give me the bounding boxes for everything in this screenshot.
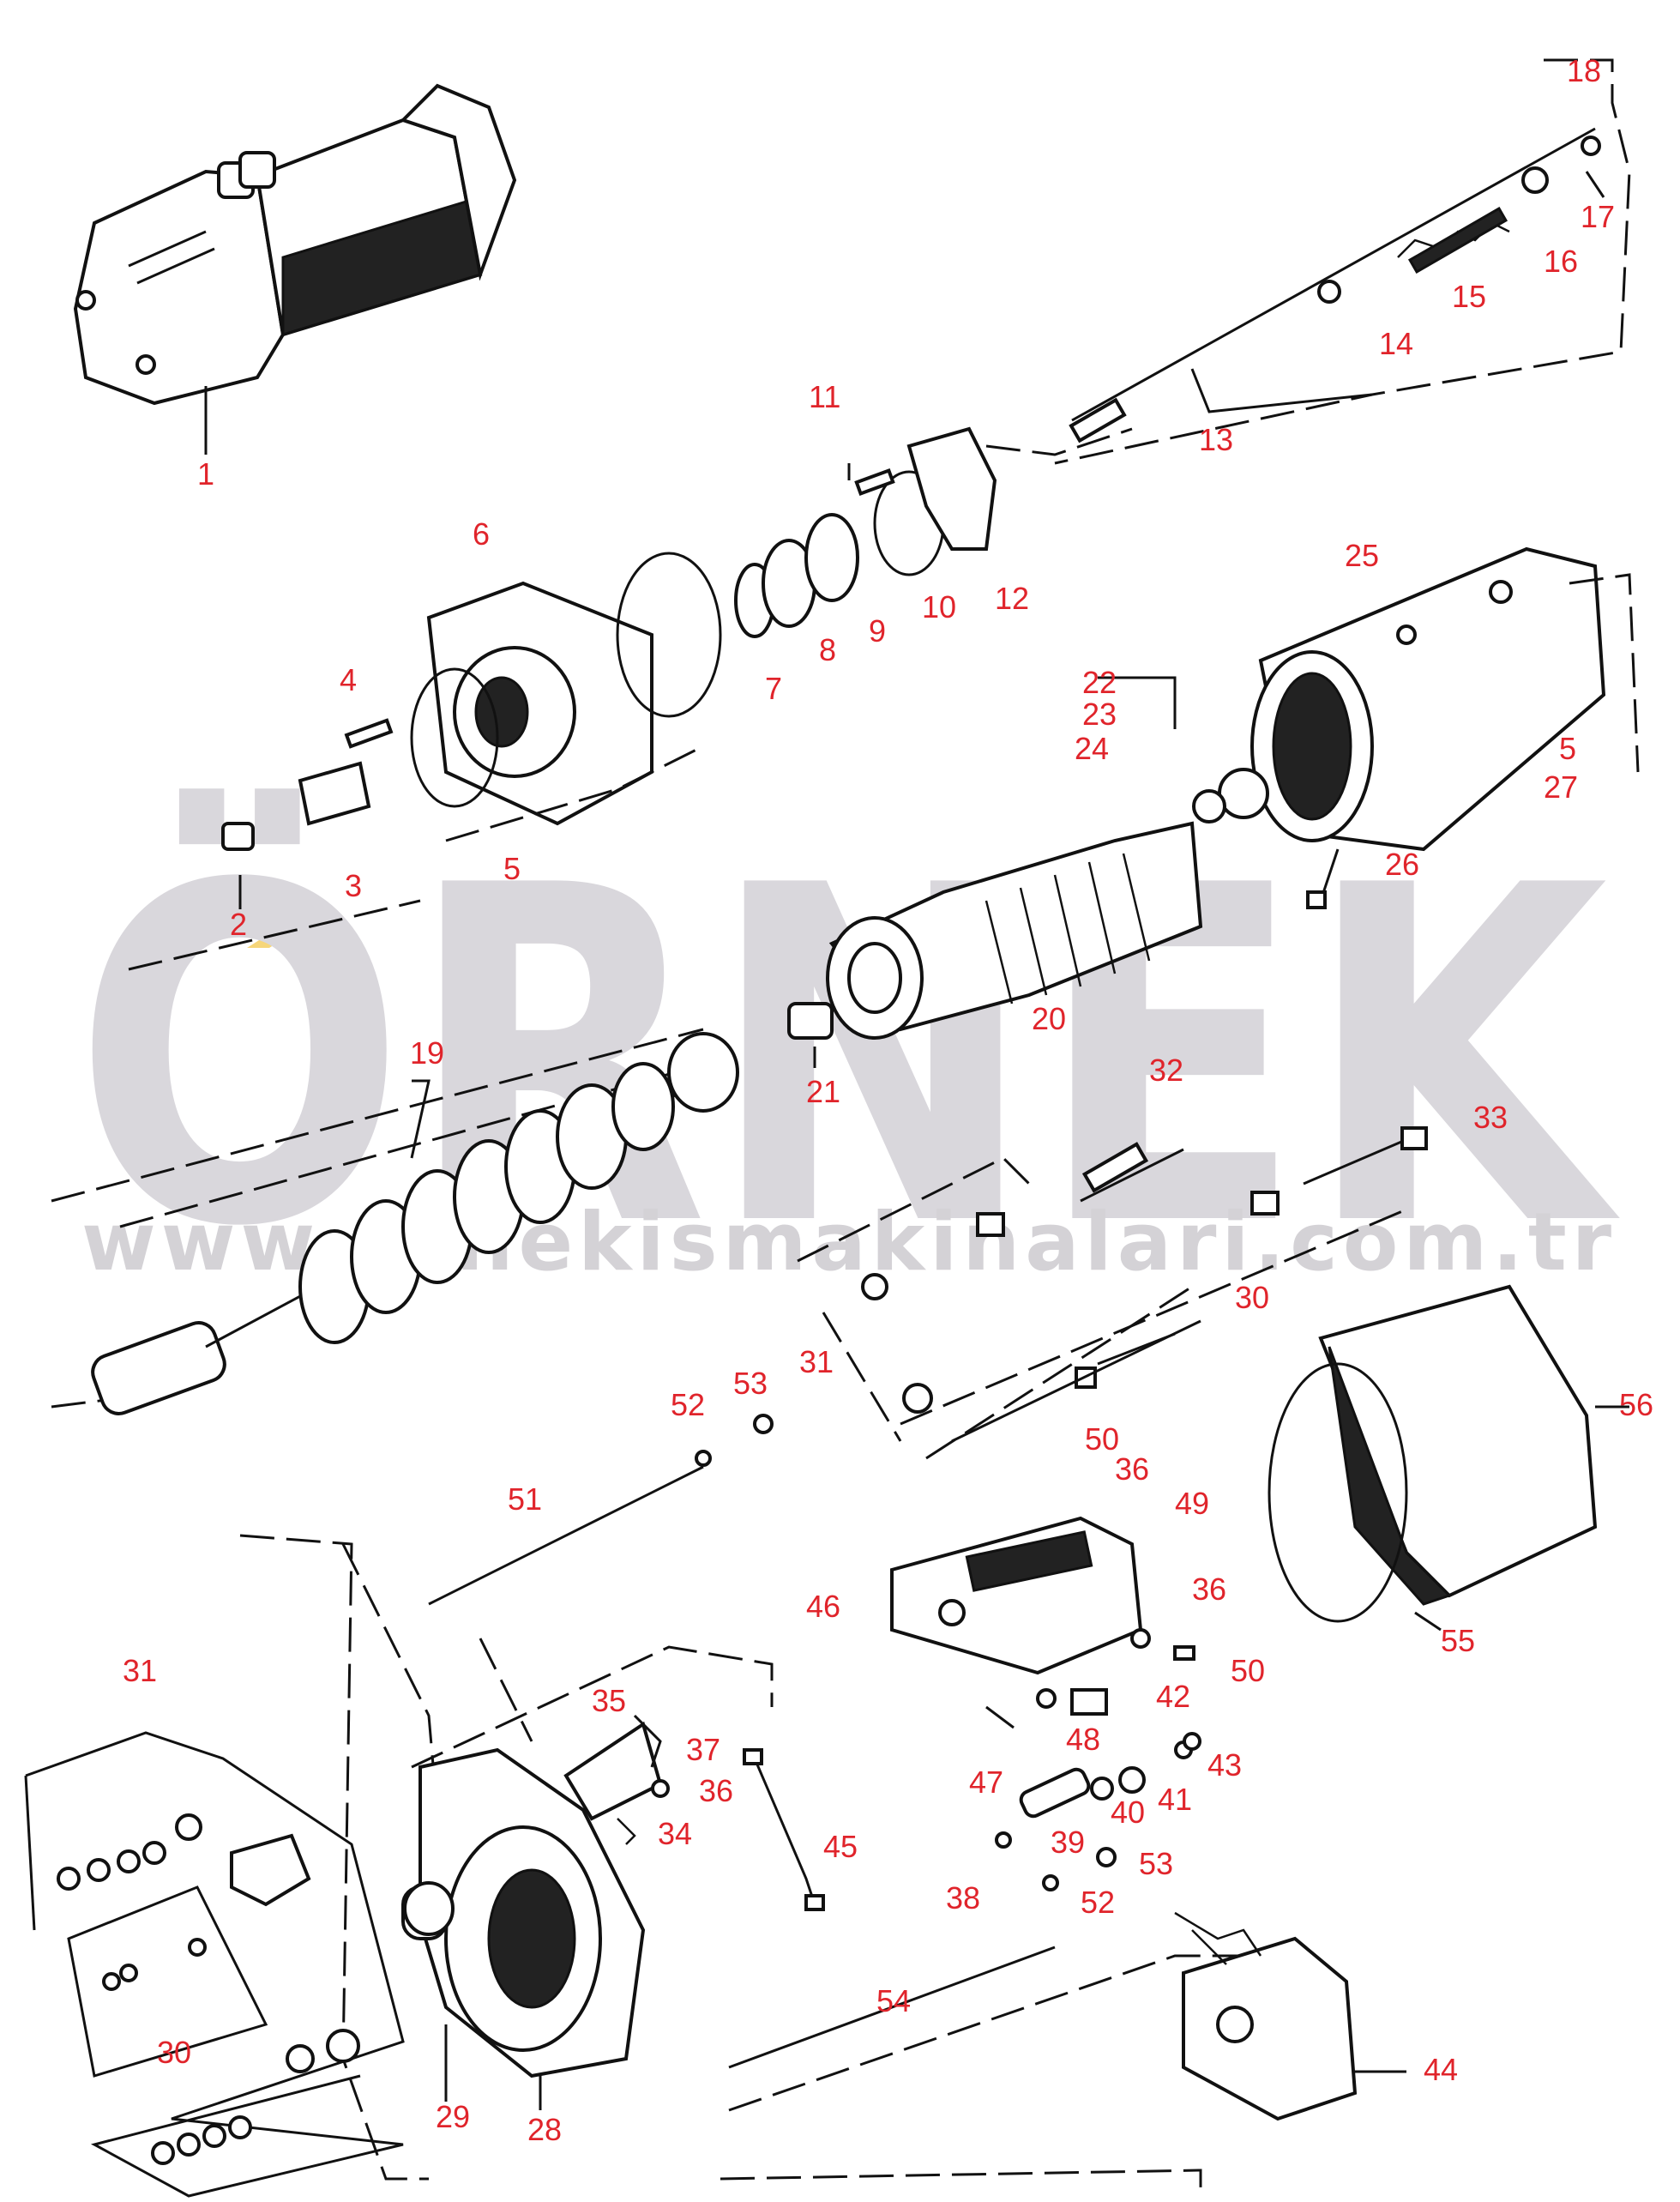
callout-53-b: 53 [1139,1846,1173,1881]
callout-14: 14 [1379,326,1413,361]
callout-28: 28 [527,2112,562,2147]
callout-52-b: 52 [1081,1885,1115,1920]
cover-band-and-gasket [1268,1284,1629,1632]
callout-50: 50 [1085,1421,1119,1457]
callout-labels: 1 2 3 4 5 6 7 8 9 10 11 12 13 14 15 16 1… [123,53,1653,2147]
callout-18: 18 [1567,53,1601,88]
callout-55: 55 [1441,1623,1475,1658]
callout-49: 49 [1175,1486,1209,1521]
callout-17: 17 [1581,199,1615,234]
callout-33: 33 [1473,1100,1508,1135]
callout-53: 53 [733,1366,768,1401]
callout-40: 40 [1111,1795,1145,1830]
callout-29: 29 [436,2099,470,2134]
starter-motor-assembly [73,83,517,455]
callout-43: 43 [1207,1747,1242,1783]
commutator-end-housing [401,1747,646,2110]
solenoid-switch [890,1516,1201,1891]
callout-13: 13 [1199,422,1233,457]
callout-38: 38 [946,1880,980,1915]
watermark-accent-left [153,916,225,948]
callout-16: 16 [1544,244,1578,279]
callout-50-b: 50 [1231,1653,1265,1688]
callout-46: 46 [806,1589,840,1624]
callout-5: 5 [503,851,521,886]
callout-25: 25 [1345,538,1379,573]
callout-41: 41 [1158,1782,1192,1817]
rod-and-spring-group [1054,58,1631,465]
callout-36-b: 36 [1192,1572,1226,1607]
callout-30: 30 [1235,1280,1269,1315]
callout-54: 54 [876,1983,911,2018]
terminal-parts [563,1714,825,1911]
callout-31: 31 [799,1344,834,1379]
callout-44: 44 [1424,2052,1458,2087]
callout-1: 1 [197,456,214,492]
callout-15: 15 [1452,279,1486,314]
callout-7: 7 [765,671,782,706]
callout-39: 39 [1051,1825,1085,1860]
field-coil-segments [298,1032,739,1344]
callout-4: 4 [340,662,357,697]
callout-34: 34 [658,1816,692,1851]
callout-3: 3 [345,868,362,903]
yoke-housing [1098,546,1606,909]
callout-6: 6 [473,516,490,552]
callout-56: 56 [1619,1387,1653,1422]
callout-32: 32 [1149,1053,1183,1088]
callout-51: 51 [508,1481,542,1517]
brush-parts-group [797,1126,1428,1460]
callout-35: 35 [592,1683,626,1718]
callout-37: 37 [686,1732,720,1767]
callout-52: 52 [671,1387,705,1422]
armature [787,821,1203,1068]
assembly-path-lines [128,427,1640,1742]
callout-22: 22 [1082,665,1117,700]
callout-11: 11 [809,379,840,414]
callout-47: 47 [969,1765,1003,1800]
callout-42: 42 [1156,1679,1190,1714]
callout-26: 26 [1385,847,1419,882]
callout-2: 2 [230,907,247,942]
field-coil-shaft-assembly [51,1028,739,1415]
callout-27: 27 [1544,769,1578,805]
callout-30-left: 30 [157,2035,191,2070]
pinion-group [221,718,394,909]
callout-5-right: 5 [1559,731,1576,766]
callout-12: 12 [995,581,1029,616]
through-bolts [239,1414,1286,2196]
solenoid-assembly-44 [1174,1911,1406,2121]
callout-21: 21 [806,1074,840,1109]
callout-45: 45 [823,1829,858,1864]
drive-end-housing-group [410,426,997,826]
callout-9: 9 [869,613,886,649]
callout-36: 36 [1115,1451,1149,1487]
left-terminal-group [24,1731,405,2198]
callout-48: 48 [1066,1722,1100,1757]
callout-10: 10 [922,589,956,624]
callout-19: 19 [410,1035,444,1071]
callout-20: 20 [1032,1001,1066,1036]
callout-24: 24 [1075,731,1109,766]
callout-36-c: 36 [699,1773,733,1808]
callout-8: 8 [819,632,836,667]
callout-23: 23 [1082,697,1117,732]
callout-31-left: 31 [123,1653,157,1688]
